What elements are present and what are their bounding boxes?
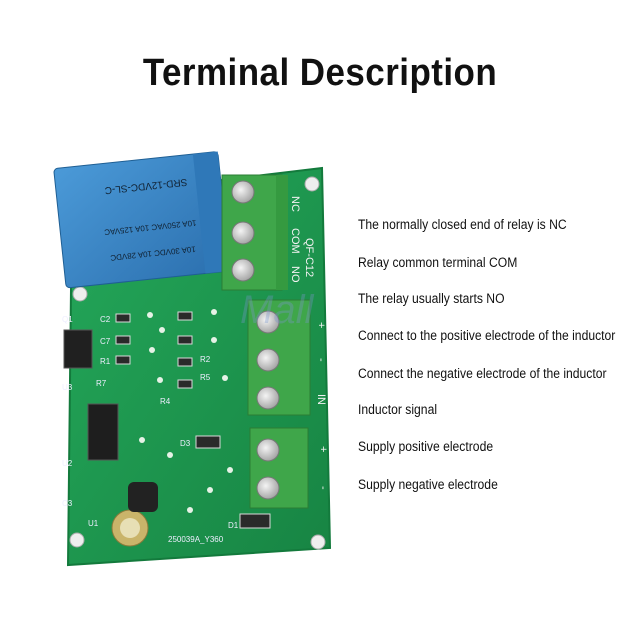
terminal-label-com: COM (289, 228, 301, 254)
label-com: Relay common terminal COM (358, 255, 518, 270)
silkscreen-text: C7 (100, 337, 111, 346)
silkscreen-text: U1 (88, 519, 99, 528)
mount-hole (310, 534, 326, 550)
silkscreen-text: R2 (200, 355, 211, 364)
mount-hole (304, 176, 320, 192)
label-inductor-negative: Connect the negative electrode of the in… (358, 366, 607, 381)
label-inductor-positive: Connect to the positive electrode of the… (358, 328, 616, 343)
label-inductor-signal: Inductor signal (358, 402, 438, 417)
silkscreen-text: R7 (96, 379, 107, 388)
silkscreen-text: D1 (228, 521, 239, 530)
relay: SRD-12VDC-SL-C 10A 250VAC 10A 125VAC 10A… (53, 151, 231, 289)
silkscreen-text: R5 (200, 373, 211, 382)
terminal-description-list: The normally closed end of relay is NC R… (358, 0, 640, 640)
mount-hole (69, 532, 85, 548)
inductor (128, 482, 158, 512)
board-model-label: QF-C12 (303, 238, 315, 277)
silkscreen-text: Q1 (62, 315, 73, 324)
terminal-sign: + (317, 446, 329, 452)
terminal-label-in: IN (315, 394, 327, 405)
watermark: Mall (240, 288, 314, 332)
ic-chip (87, 403, 119, 461)
silkscreen-text: U2 (62, 459, 73, 468)
label-supply-negative: Supply negative electrode (358, 477, 498, 492)
page-title: Terminal Description (142, 52, 498, 94)
mount-hole (72, 286, 88, 302)
terminal-block-power (249, 427, 309, 509)
silkscreen-text: R1 (100, 357, 111, 366)
silkscreen-text: C2 (100, 315, 111, 324)
terminal-label-nc: NC (289, 196, 301, 212)
label-supply-positive: Supply positive electrode (358, 439, 494, 454)
silkscreen-text: U3 (62, 383, 73, 392)
terminal-block-relay (221, 174, 288, 291)
terminal-sign: - (317, 486, 329, 490)
silkscreen-text: C3 (62, 499, 73, 508)
terminal-block-inductor (247, 299, 311, 416)
silkscreen-text: R4 (160, 397, 171, 406)
terminal-sign: + (315, 322, 327, 328)
label-no: The relay usually starts NO (358, 291, 505, 306)
label-nc: The normally closed end of relay is NC (358, 217, 567, 232)
silkscreen-text: D3 (180, 439, 191, 448)
optocoupler (63, 329, 93, 369)
terminal-label-no: NO (289, 266, 301, 283)
terminal-sign: - (315, 358, 327, 362)
silkscreen-text: 250039A_Y360 (168, 535, 224, 544)
